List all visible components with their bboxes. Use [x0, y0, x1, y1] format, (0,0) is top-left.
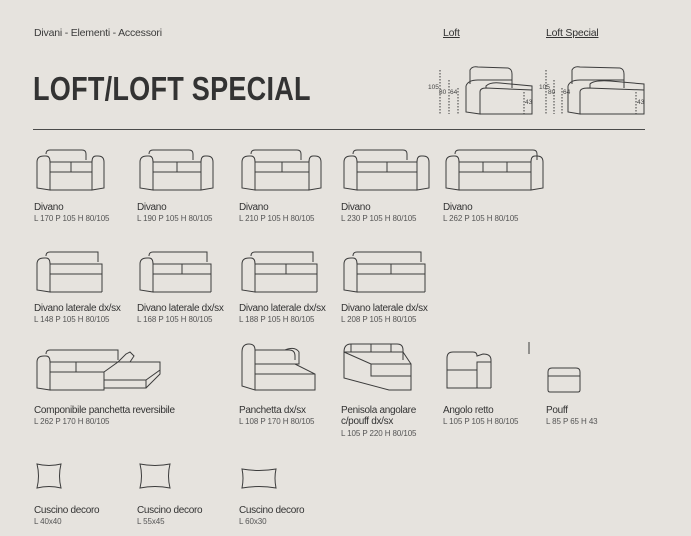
divano-laterale-168-drawing[interactable]	[137, 250, 213, 296]
item-name: Divano laterale dx/sx	[341, 303, 428, 314]
item-name: Divano	[239, 202, 269, 213]
breadcrumb: Divani - Elementi - Accessori	[34, 27, 162, 39]
page-title: LOFT/LOFT SPECIAL	[33, 70, 311, 107]
divano-laterale-188-drawing[interactable]	[239, 250, 319, 296]
variant-label-loft-special[interactable]: Loft Special	[546, 27, 599, 39]
variant-label-loft[interactable]: Loft	[443, 27, 460, 39]
item-name: Cuscino decoro	[239, 505, 305, 516]
item-dims: L 168 P 105 H 80/105	[137, 315, 213, 324]
divano-laterale-148-drawing[interactable]	[34, 250, 104, 296]
cuscino-55x45-drawing[interactable]	[137, 461, 173, 491]
divano-230-drawing[interactable]	[341, 148, 433, 194]
item-name: Divano	[34, 202, 64, 213]
divider	[33, 129, 645, 130]
loft-dim-105: 105	[428, 84, 439, 91]
item-name: Componibile panchetta reversibile	[34, 405, 175, 416]
loft-special-dim-105: 105	[539, 84, 550, 91]
item-name: Divano laterale dx/sx	[239, 303, 326, 314]
loft-dim-43: 43	[525, 99, 533, 106]
penisola-angolare-drawing[interactable]	[341, 340, 415, 394]
item-name: Panchetta dx/sx	[239, 405, 306, 416]
componibile-panchetta-drawing[interactable]	[34, 344, 162, 394]
item-name: Angolo retto	[443, 405, 494, 416]
panchetta-drawing[interactable]	[239, 342, 317, 394]
item-name: Divano	[137, 202, 167, 213]
divano-210-drawing[interactable]	[239, 148, 325, 194]
item-dims: L 188 P 105 H 80/105	[239, 315, 315, 324]
item-dims: L 170 P 105 H 80/105	[34, 214, 110, 223]
loft-profile-diagram: 105 80 64 43	[428, 66, 533, 115]
pouff-drawing[interactable]	[546, 366, 582, 394]
item-name: Pouff	[546, 405, 568, 416]
item-name: Cuscino decoro	[137, 505, 203, 516]
item-dims: L 55x45	[137, 517, 165, 526]
item-dims: L 105 P 105 H 80/105	[443, 417, 519, 426]
item-dims: L 40x40	[34, 517, 62, 526]
item-name: Divano	[341, 202, 371, 213]
item-dims: L 210 P 105 H 80/105	[239, 214, 315, 223]
item-name: Divano laterale dx/sx	[34, 303, 121, 314]
divano-190-drawing[interactable]	[137, 148, 217, 194]
item-dims: L 208 P 105 H 80/105	[341, 315, 417, 324]
divano-262-drawing[interactable]	[443, 148, 547, 194]
item-dims: L 262 P 170 H 80/105	[34, 417, 110, 426]
loft-dim-80: 80	[439, 89, 447, 96]
item-name: Cuscino decoro	[34, 505, 100, 516]
item-dims: L 148 P 105 H 80/105	[34, 315, 110, 324]
item-dims: L 85 P 65 H 43	[546, 417, 598, 426]
angolo-retto-drawing[interactable]	[443, 348, 495, 394]
divano-170-drawing[interactable]	[34, 148, 108, 194]
item-dims: L 60x30	[239, 517, 267, 526]
loft-dim-64: 64	[450, 89, 458, 96]
item-dims: L 108 P 170 H 80/105	[239, 417, 315, 426]
loft-special-dim-43: 43	[637, 99, 645, 106]
cuscino-40x40-drawing[interactable]	[34, 461, 64, 491]
loft-special-profile-diagram: 105 80 64 43	[539, 66, 645, 115]
item-dims: L 230 P 105 H 80/105	[341, 214, 417, 223]
loft-special-dim-64: 64	[563, 89, 571, 96]
item-name: Penisola angolare c/pouff dx/sx	[341, 405, 416, 427]
item-dims: L 190 P 105 H 80/105	[137, 214, 213, 223]
cuscino-60x30-drawing[interactable]	[239, 466, 279, 492]
item-name: Divano laterale dx/sx	[137, 303, 224, 314]
item-name: Divano	[443, 202, 473, 213]
item-dims: L 262 P 105 H 80/105	[443, 214, 519, 223]
item-dims: L 105 P 220 H 80/105	[341, 429, 417, 438]
loft-special-dim-80: 80	[548, 89, 556, 96]
divano-laterale-208-drawing[interactable]	[341, 250, 427, 296]
marker-line	[528, 342, 530, 354]
